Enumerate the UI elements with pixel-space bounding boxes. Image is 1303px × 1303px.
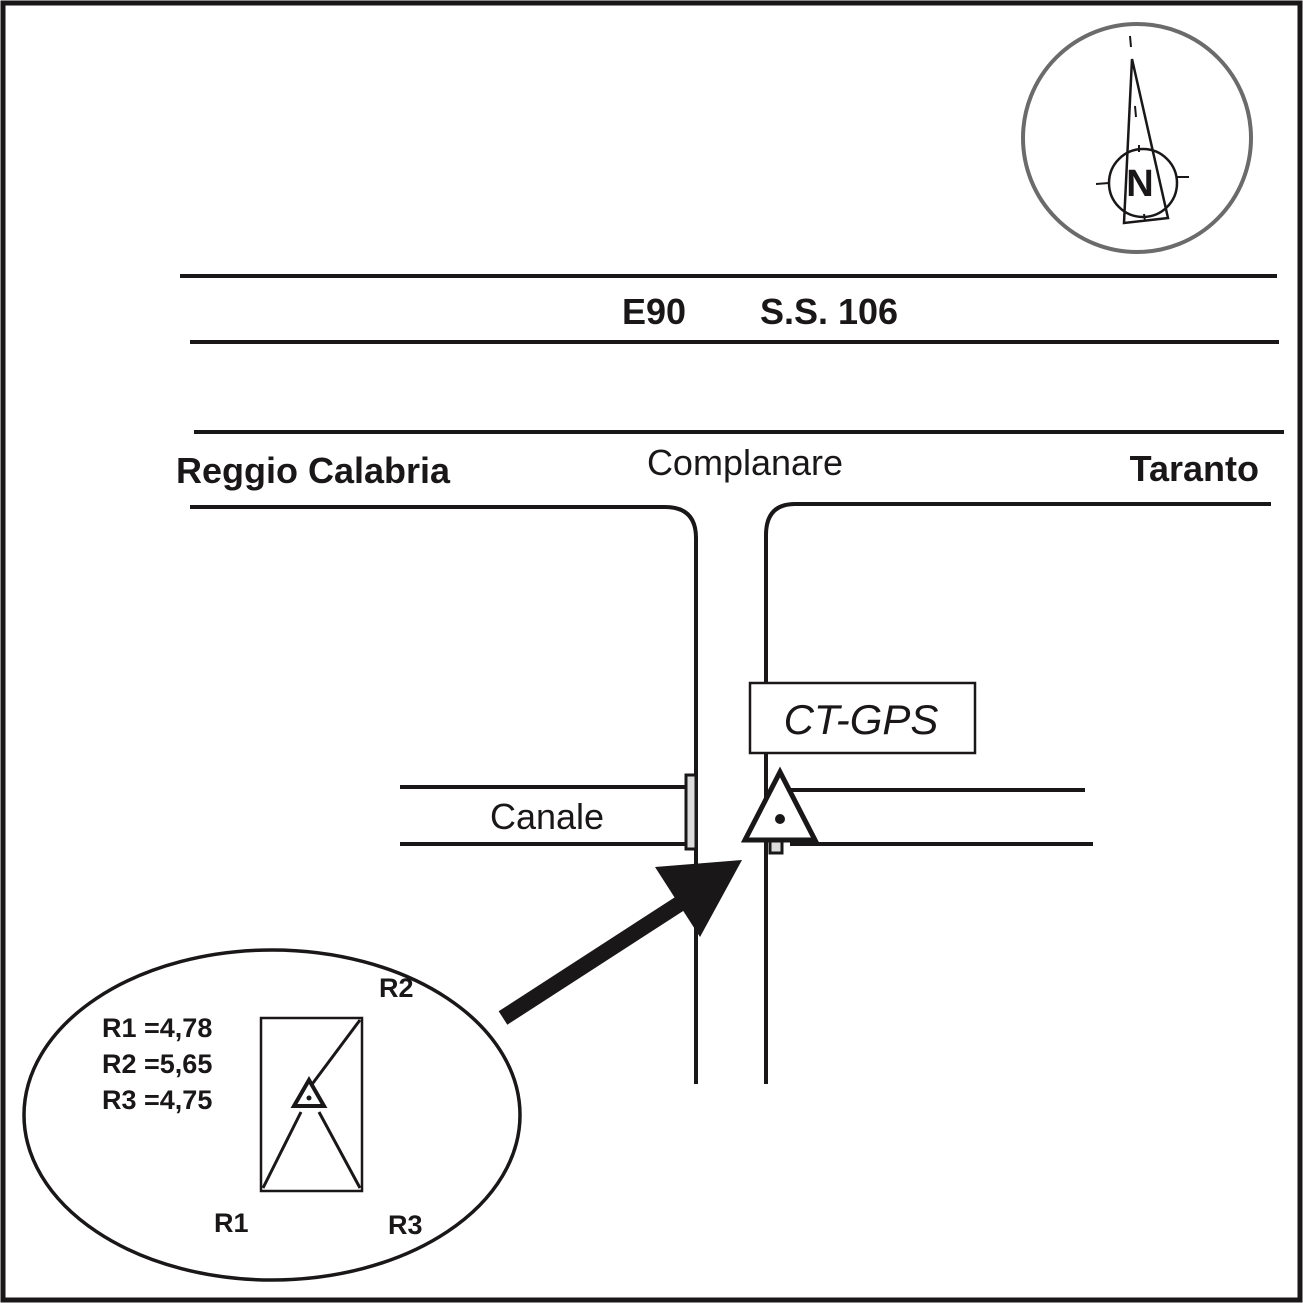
highway-code-label: E90 xyxy=(622,291,686,332)
north-arrow-compass: N xyxy=(1021,22,1253,254)
compass-north-label: N xyxy=(1126,163,1153,205)
canal: Canale xyxy=(400,773,1093,851)
reference-distance-r2: R2 =5,65 xyxy=(102,1049,212,1079)
station-label-box xyxy=(748,681,977,755)
highway-name-label: S.S. 106 xyxy=(760,291,898,332)
service-road-south-edge-west xyxy=(190,505,698,1084)
reference-distance-r1: R1 =4,78 xyxy=(102,1013,212,1043)
arrow-shaft xyxy=(498,890,695,1025)
inset-ellipse xyxy=(22,948,522,1282)
corner-label-r3: R3 xyxy=(388,1210,423,1240)
station-ct-gps: CT-GPS xyxy=(740,681,977,855)
reference-line-r1 xyxy=(261,1111,303,1189)
station-code-label: CT-GPS xyxy=(784,696,939,743)
corner-label-r2: R2 xyxy=(379,973,414,1003)
inset-building-outline xyxy=(259,1016,364,1193)
inset-center-dot xyxy=(306,1095,312,1101)
detail-inset: R1 =4,78 R2 =5,65 R3 =4,75 R2 R1 R3 xyxy=(22,948,522,1282)
triangulation-point-icon xyxy=(740,766,820,843)
canal-culvert-bridge xyxy=(684,773,698,851)
compass-ring xyxy=(1021,22,1253,254)
reference-distance-r3: R3 =4,75 xyxy=(102,1085,212,1115)
needle-tick xyxy=(1134,105,1137,118)
service-road-complanare: Reggio Calabria Complanare Taranto xyxy=(176,430,1284,1084)
reference-line-r3 xyxy=(317,1111,362,1189)
station-center-dot xyxy=(775,814,785,824)
service-road-name-label: Complanare xyxy=(647,442,843,483)
compass-west-tick xyxy=(1095,182,1110,185)
arrow-head-icon xyxy=(655,860,742,937)
compass-top-tick xyxy=(1129,35,1132,48)
east-destination-label: Taranto xyxy=(1130,448,1259,489)
detail-pointer-arrow xyxy=(498,860,742,1025)
highway-e90: E90 S.S. 106 xyxy=(180,274,1279,344)
service-road-south-edge-east xyxy=(764,502,1271,1084)
west-destination-label: Reggio Calabria xyxy=(176,450,451,491)
north-needle-icon xyxy=(1122,58,1170,225)
inset-triangulation-point-icon xyxy=(290,1075,328,1108)
canal-name-label: Canale xyxy=(490,796,604,837)
corner-label-r1: R1 xyxy=(214,1208,249,1238)
reference-line-r2 xyxy=(308,1019,362,1088)
